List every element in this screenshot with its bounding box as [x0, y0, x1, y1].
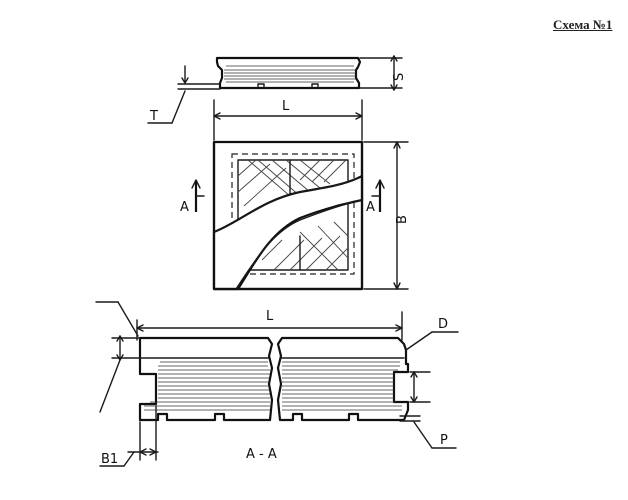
dimension-label-L-section: L	[266, 309, 274, 324]
top-profile-view: S T	[147, 55, 407, 124]
dimension-label-P: P	[440, 433, 448, 448]
dimension-label-T: T	[149, 109, 158, 124]
section-caption: A - A	[246, 447, 277, 462]
dimension-label-S: S	[392, 73, 407, 81]
section-view: L	[95, 301, 459, 467]
section-marker-A-right: A	[366, 200, 375, 215]
dimension-label-L-plan: L	[282, 99, 290, 114]
scheme-title: Схема №1	[553, 17, 613, 32]
section-marker-A-left: A	[180, 200, 189, 215]
dimension-label-B1: B1	[101, 452, 118, 467]
dimension-label-D: D	[438, 317, 448, 332]
plan-view: L	[180, 99, 410, 291]
dimension-label-B: B	[395, 215, 410, 224]
